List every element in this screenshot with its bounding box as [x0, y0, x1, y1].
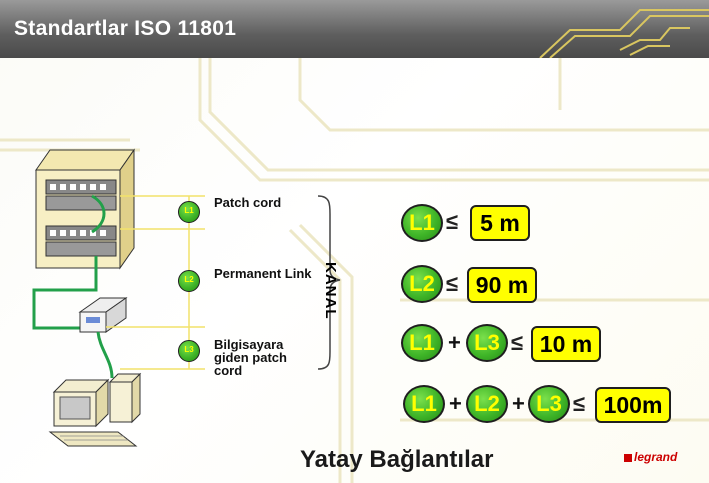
- wall-outlet: [78, 297, 128, 333]
- circuit-logo-decoration: [539, 9, 709, 58]
- patch-cord-cable: [91, 194, 106, 234]
- rule4-plus-1: +: [449, 391, 462, 416]
- rule1-term-l1: L1: [401, 204, 443, 242]
- workstation-cord-label-line2: giden patch: [214, 350, 287, 365]
- permanent-link-label: Permanent Link: [214, 266, 312, 281]
- rule4-term-l3: L3: [528, 385, 570, 423]
- rule2-term-l2: L2: [401, 265, 443, 303]
- rule3-term-l1: L1: [401, 324, 443, 362]
- rule4-limit: 100m: [595, 387, 671, 423]
- rule3-term-l3: L3: [466, 324, 508, 362]
- workstation-cord-label-line1: Bilgisayara: [214, 337, 284, 352]
- legrand-logo: legrand: [624, 450, 677, 464]
- rule2-limit: 90 m: [467, 267, 537, 303]
- rule2-leq: ≤: [446, 271, 459, 296]
- permanent-link-cable: [32, 256, 98, 330]
- patch-cord-label: Patch cord: [214, 195, 282, 210]
- logo-text: legrand: [634, 450, 678, 464]
- rule4-plus-2: +: [512, 391, 525, 416]
- rule1-limit: 5 m: [470, 205, 530, 241]
- footer-caption: Yatay Bağlantılar: [300, 446, 494, 473]
- channel-bracket: [317, 195, 341, 370]
- channel-label: KANAL: [322, 262, 339, 320]
- segment-badge-l2: L2: [178, 270, 200, 292]
- page-title: Standartlar ISO 11801: [14, 17, 237, 40]
- computer-icon: [48, 372, 142, 447]
- workstation-cord-label-line3: cord: [214, 363, 243, 378]
- logo-mark: [624, 453, 632, 462]
- segment-badge-l1: L1: [178, 201, 200, 223]
- rule1-leq: ≤: [446, 209, 459, 234]
- patch-panel-cabinet: [35, 148, 135, 270]
- header-bar: Standartlar ISO 11801: [0, 0, 709, 58]
- rule4-term-l1: L1: [403, 385, 445, 423]
- rule4-term-l2: L2: [466, 385, 508, 423]
- rule4-leq: ≤: [573, 391, 586, 416]
- rule3-limit: 10 m: [531, 326, 601, 362]
- segment-badge-l3: L3: [178, 340, 200, 362]
- rule3-plus: +: [448, 330, 461, 355]
- rule3-leq: ≤: [511, 330, 524, 355]
- workstation-patch-cable: [96, 331, 114, 379]
